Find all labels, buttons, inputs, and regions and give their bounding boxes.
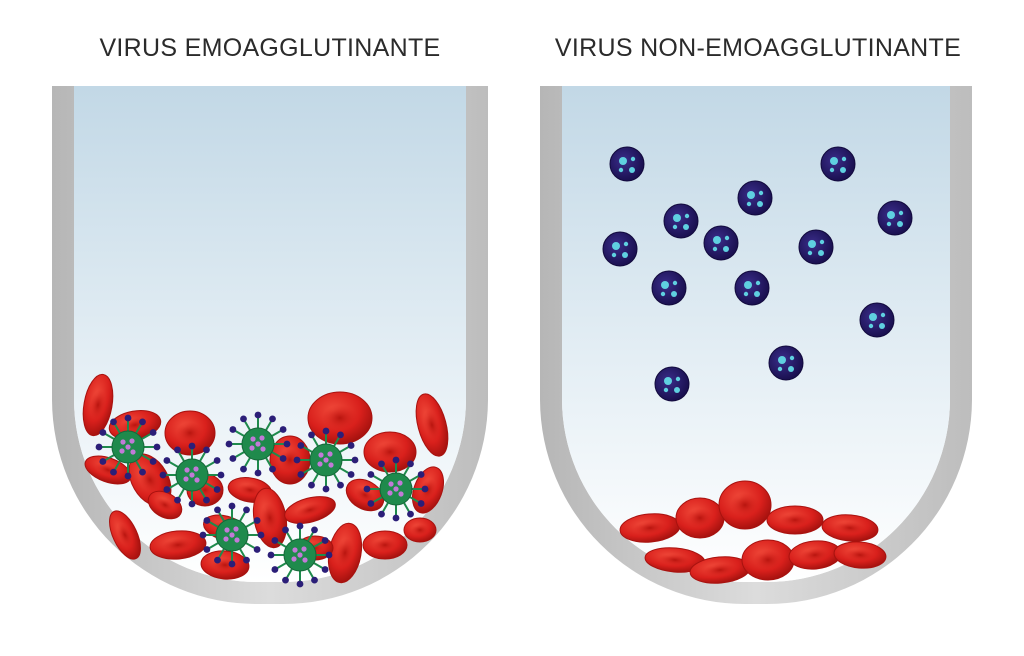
virus-particle — [820, 146, 856, 182]
hemagglutinin-virus — [95, 414, 161, 480]
red-blood-cell — [619, 513, 681, 543]
hemagglutinating-viruses — [95, 411, 429, 588]
panel-title-hemagglutinating: VIRUS EMOAGGLUTINANTE — [99, 34, 441, 62]
virus-particle — [877, 200, 913, 236]
red-blood-cell — [415, 393, 449, 457]
hemagglutinin-virus — [293, 427, 359, 493]
red-blood-cell — [766, 505, 824, 535]
red-blood-cell — [644, 547, 706, 573]
hemagglutinin-virus — [159, 442, 225, 508]
virus-particle — [602, 231, 638, 267]
tube-left — [52, 86, 488, 604]
red-blood-cell — [149, 530, 207, 560]
virus-particle — [798, 229, 834, 265]
red-blood-cell — [345, 478, 385, 512]
red-blood-cell — [718, 480, 772, 530]
red-blood-cell — [741, 539, 795, 581]
hemagglutinin-virus — [199, 502, 265, 568]
red-blood-cell — [821, 514, 879, 542]
non-hemagglutinating-viruses — [602, 146, 913, 402]
virus-particle — [651, 270, 687, 306]
virus-particle — [663, 203, 699, 239]
red-blood-cell — [82, 373, 114, 437]
red-blood-cell — [284, 496, 336, 524]
hemagglutinin-virus — [267, 522, 333, 588]
virus-particle — [609, 146, 645, 182]
red-blood-cell — [147, 490, 183, 520]
virus-particle — [859, 302, 895, 338]
hemagglutinin-virus — [363, 456, 429, 522]
red-blood-cell — [833, 541, 887, 569]
tube-right — [540, 86, 972, 604]
virus-particle — [737, 180, 773, 216]
red-blood-cell — [109, 510, 141, 560]
sedimented-red-cells — [619, 480, 887, 584]
tube-right-liquid — [562, 86, 950, 582]
virus-particle — [768, 345, 804, 381]
virus-particle — [734, 270, 770, 306]
red-blood-cell — [362, 530, 408, 560]
red-blood-cell — [164, 410, 216, 456]
panel-title-non-hemagglutinating: VIRUS NON-EMOAGGLUTINANTE — [554, 34, 962, 62]
red-blood-cell — [675, 497, 725, 539]
red-blood-cell — [403, 517, 437, 543]
red-blood-cell — [689, 556, 751, 584]
hemagglutinin-virus — [225, 411, 291, 477]
virus-particle — [703, 225, 739, 261]
virus-particle — [654, 366, 690, 402]
